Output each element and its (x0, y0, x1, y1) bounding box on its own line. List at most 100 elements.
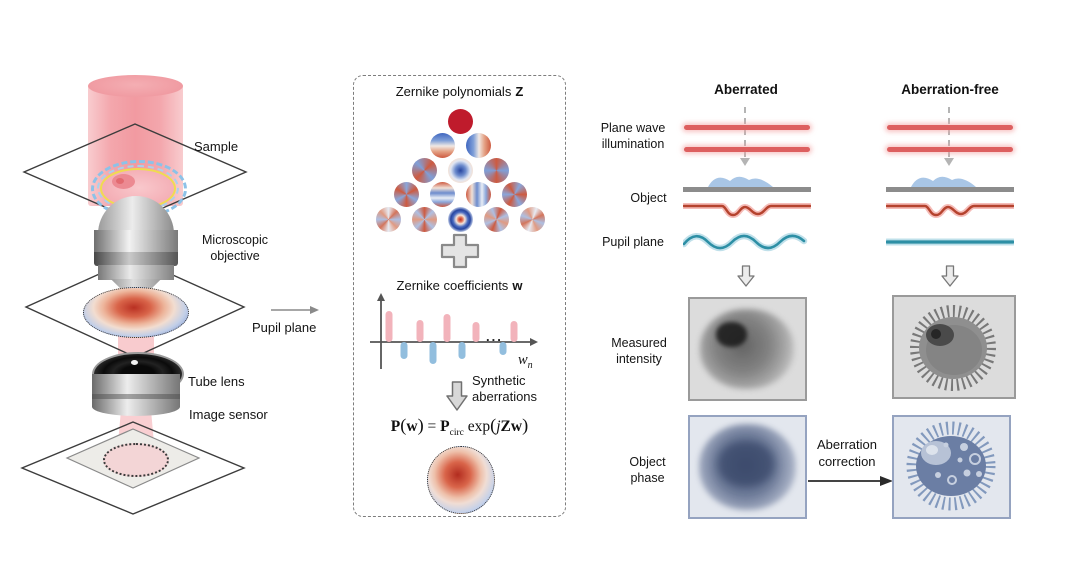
ellipsis-label: ... (486, 329, 503, 344)
tube-lens-label: Tube lens (188, 374, 245, 389)
zernike-mode-coma-vertical (429, 182, 455, 207)
coefficient-bar (416, 320, 424, 342)
free-illumination-arrow (948, 107, 950, 157)
free-plane-wave-2 (887, 147, 1013, 152)
sample-label: Sample (194, 139, 239, 154)
measured-intensity-aberrated-image (688, 297, 807, 401)
blurry-cell-body (700, 309, 794, 389)
zernike-mode-pentafoil-b (519, 206, 545, 232)
pupil-phase-disk (83, 287, 189, 338)
plane-wave-label-line1: Plane wave (600, 121, 666, 135)
free-object-bumps (911, 176, 976, 187)
blurry-phase-core (718, 441, 774, 487)
measured-label-line1: Measured (611, 336, 667, 350)
aberrated-object-bumps (708, 176, 773, 187)
organelle (947, 475, 957, 485)
pupil-plane-arrow (271, 306, 319, 314)
free-wave-rows (886, 176, 1014, 246)
coefficient-bar (510, 321, 518, 342)
image-sensor-label: Image sensor (189, 407, 268, 422)
plus-icon (440, 233, 480, 269)
aberrated-object-substrate (683, 187, 811, 192)
zernike-mode-quadrafoil-a (411, 206, 437, 232)
zernike-mode-tilt-horizontal (465, 133, 491, 158)
zernike-mode-spherical (447, 206, 473, 232)
aberration-correction-arrow (808, 476, 893, 486)
coefficients-title-symbol: w (512, 278, 523, 293)
zernike-mode-tilt-vertical (429, 133, 455, 158)
objective-label-line2: objective (210, 249, 260, 264)
cell-spikes (910, 305, 996, 391)
aberrated-illumination-arrow (744, 107, 746, 157)
aberrated-object-wavefront (683, 204, 811, 217)
organelle (935, 472, 941, 478)
phase-cell-nucleolus (926, 445, 938, 455)
aberration-free-header: Aberration-free (901, 82, 999, 97)
zernike-pyramid (354, 76, 565, 516)
wn-axis-label: wn (518, 352, 533, 371)
phase-label-line1: Object (629, 455, 666, 469)
organelle (957, 457, 963, 463)
free-illumination-arrowhead (943, 158, 954, 166)
zernike-mode-trefoil-b (501, 182, 527, 207)
zernike-mode-trefoil-a (393, 182, 419, 207)
coefficients-title-text: Zernike coefficients (396, 278, 509, 293)
tube-lens-glint (131, 360, 138, 365)
zernike-mode-defocus (447, 157, 473, 183)
sharp-phase-cell (906, 421, 996, 511)
sensor-plane-outline (20, 421, 246, 515)
zernike-mode-quadrafoil-b (483, 206, 509, 232)
pupil-equation: P(w) = Pcirc exp(jZw) (390, 415, 529, 439)
organelle (969, 453, 981, 465)
zernike-mode-astigmatism-oblique (411, 157, 437, 183)
objective-band (94, 252, 178, 266)
objective-lower-body (98, 265, 174, 280)
x-axis-arrowhead (530, 338, 538, 346)
coefficients-chart (370, 293, 538, 369)
free-object-wavefront (886, 204, 1014, 217)
zernike-mode-pentafoil-a (375, 206, 401, 232)
aberrated-wave-rows (683, 176, 811, 252)
blurry-cell-nucleus (716, 322, 747, 347)
measured-intensity-free-image (892, 295, 1016, 399)
sample-cell-nucleolus (116, 178, 124, 184)
coefficient-bar (385, 311, 393, 342)
organelle (943, 442, 949, 448)
objective-label-line1: Microscopic (202, 233, 268, 247)
organelle (963, 469, 971, 477)
sensor-beam-footprint (103, 443, 169, 477)
zernike-title-text: Zernike polynomials (395, 84, 512, 99)
coefficient-bars (385, 311, 518, 364)
tube-lens-band (92, 394, 180, 399)
synthesized-pupil (427, 446, 495, 514)
coefficient-bar (400, 342, 408, 359)
coefficient-bar (443, 314, 451, 342)
plane-wave-label-line2: illumination (601, 137, 665, 152)
coefficient-bar (472, 322, 480, 342)
correction-label-line2: correction (818, 453, 876, 469)
sharp-gray-cell (910, 305, 996, 391)
object-phase-corrected-image (892, 415, 1011, 519)
phase-cell-spikes (906, 421, 996, 511)
synthetic-down-arrow (446, 381, 468, 411)
zernike-title-symbol: Z (515, 84, 524, 99)
object-phase-aberrated-image (688, 415, 807, 519)
illumination-beam-top (88, 75, 183, 97)
phase-label-line2: phase (630, 471, 665, 486)
aberrated-pupil-wavefront (683, 234, 806, 250)
free-object-substrate (886, 187, 1014, 192)
synthetic-aberrations-label: Synthetic aberrations (472, 373, 538, 404)
zernike-mode-coma-horizontal (465, 182, 491, 207)
free-result-arrow (941, 265, 959, 287)
aberrated-illumination-arrowhead (739, 158, 750, 166)
aberrated-result-arrow (737, 265, 755, 287)
cell-nucleolus (931, 329, 941, 339)
coefficient-bar (429, 342, 437, 364)
zernike-mode-astigmatism-vertical (483, 157, 509, 183)
optical-planes-linework (20, 123, 248, 515)
pupil-plane-label: Pupil plane (252, 320, 317, 335)
